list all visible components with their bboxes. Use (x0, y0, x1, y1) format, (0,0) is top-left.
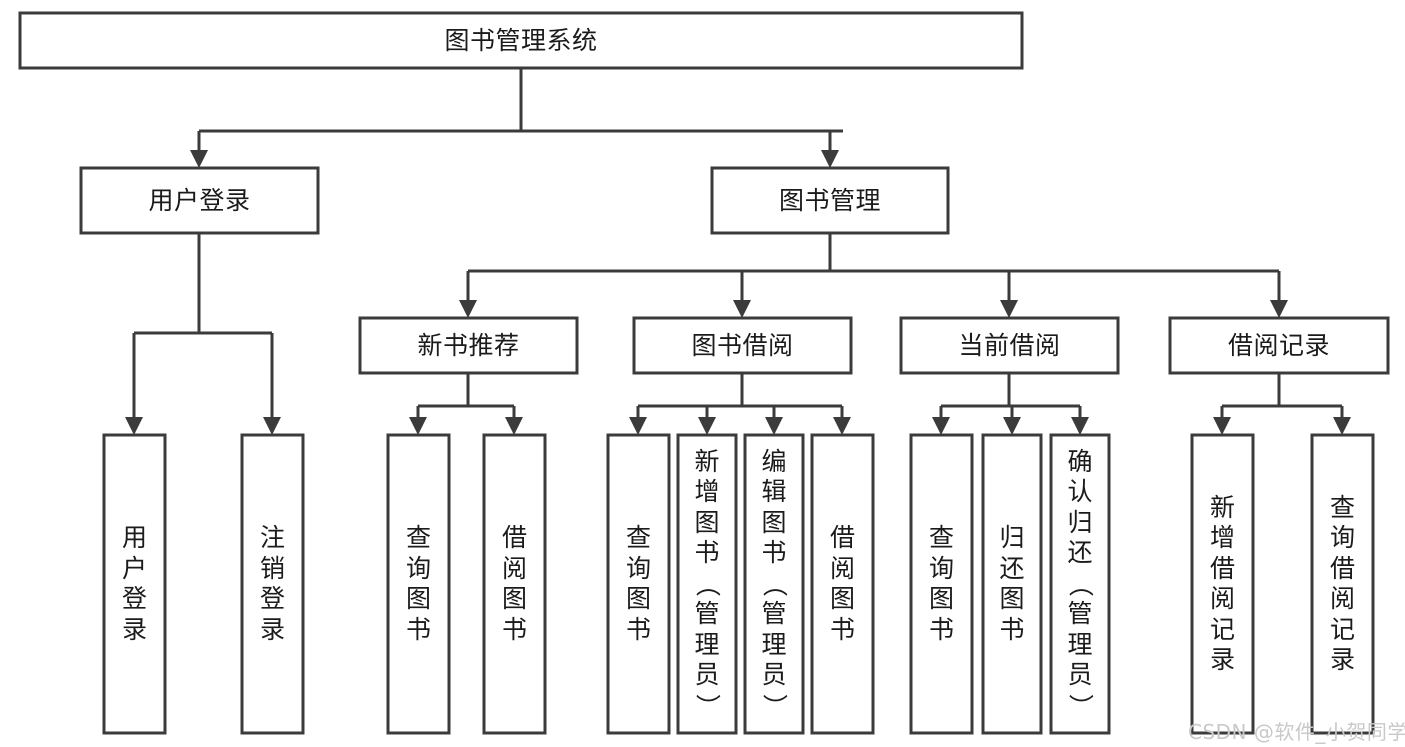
leaf-box-borrow-book-2 (810, 433, 875, 735)
leaf-box-logout (240, 433, 305, 735)
leaf-box-query-record (1310, 433, 1375, 735)
node-box-root (18, 11, 1024, 70)
node-box-new-book-rec (358, 316, 579, 375)
connector-user-login-to-leaves (125, 233, 281, 435)
leaf-box-query-book-2 (606, 433, 671, 735)
leaf-box-query-book-1 (386, 433, 451, 735)
node-box-book-borrow (632, 316, 853, 375)
node-box-book-manage (710, 166, 950, 235)
node-box-current-borrow (899, 316, 1120, 375)
node-box-user-login (79, 166, 320, 235)
leaf-box-edit-book (743, 433, 805, 735)
connector-book-manage-to-level3 (459, 233, 1288, 318)
connector-root-to-level2 (190, 68, 843, 168)
leaf-box-add-book (676, 433, 738, 735)
leaf-box-confirm-return (1049, 433, 1111, 735)
connector-borrow-record-to-leaves (1213, 373, 1351, 435)
node-box-borrow-record (1168, 316, 1390, 375)
leaf-box-add-record (1190, 433, 1255, 735)
watermark: CSDN @软件_小贺同学 (1188, 720, 1405, 744)
connector-book-borrow-to-leaves (629, 373, 851, 435)
leaf-box-return-book (981, 433, 1043, 735)
connector-new-book-rec-to-leaves (409, 373, 523, 435)
leaf-box-borrow-book-1 (482, 433, 547, 735)
leaf-box-query-book-3 (909, 433, 974, 735)
leaf-box-user-login (102, 433, 167, 735)
connector-current-borrow-to-leaves (932, 373, 1089, 435)
